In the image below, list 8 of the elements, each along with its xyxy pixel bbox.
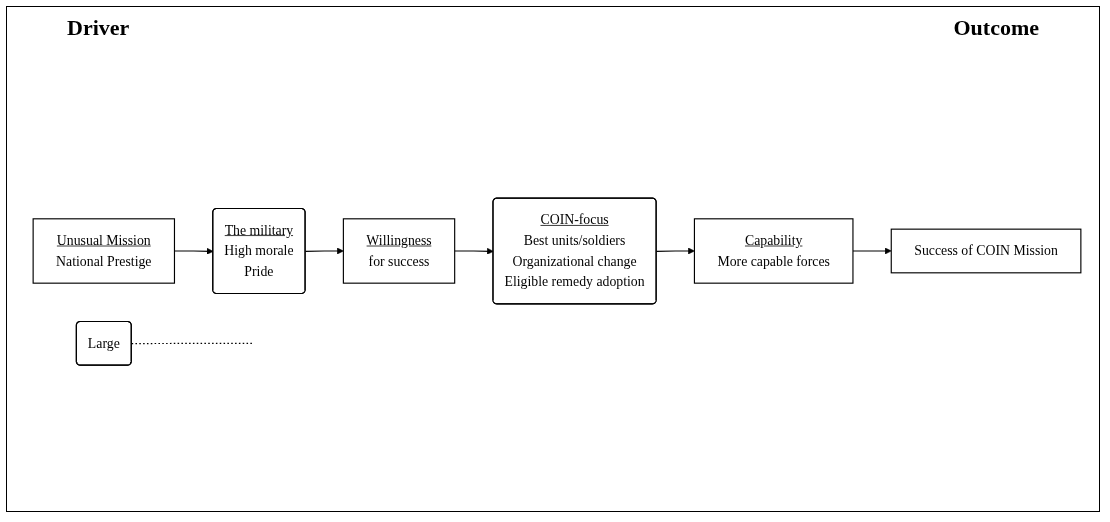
diagram-frame: Driver Outcome Unusual Mission National Prestige Large The military High morale Pride Willingness for success COIN-focus Best units/soldiers Organizational change Eligible remedy adoption Capability More capable forces Success of COIN Mission	[6, 6, 1100, 512]
column-heading: Driver	[67, 15, 130, 41]
node-box	[693, 218, 854, 285]
node-box	[890, 228, 1082, 274]
node-box	[32, 218, 176, 285]
node-box	[342, 218, 456, 285]
column-heading: Outcome	[953, 15, 1039, 41]
arrow	[852, 248, 892, 255]
